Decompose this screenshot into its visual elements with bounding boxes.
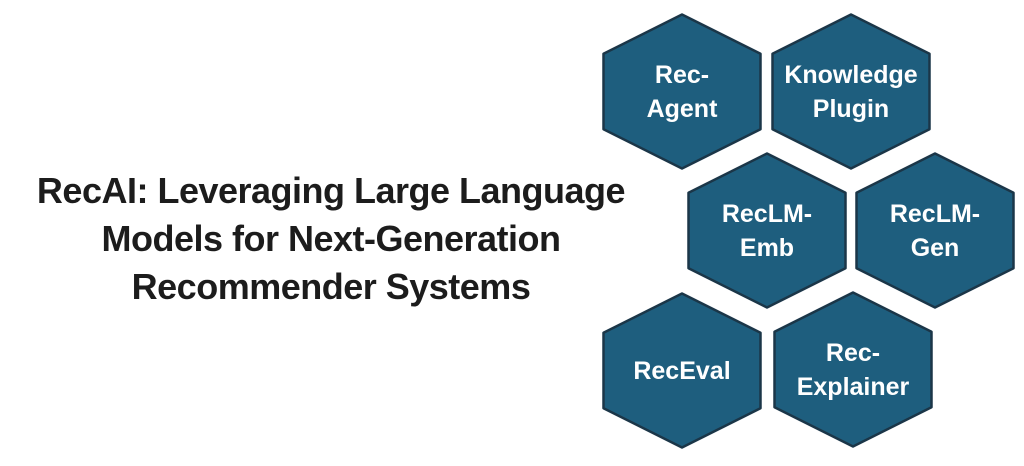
hexagon-receval: RecEval: [602, 292, 762, 449]
hexagon-label-reclm-gen: RecLM- Gen: [855, 152, 1015, 309]
hexagon-label-line: RecLM-: [889, 199, 981, 228]
hexagon-label-line: Gen: [910, 233, 960, 262]
hexagon-shape-icon: [687, 152, 847, 309]
hexagon-reclm-gen: RecLM- Gen: [855, 152, 1015, 309]
figure-title: RecAI: Leveraging Large Language Models …: [0, 167, 662, 311]
hexagon-label-rec-explainer: Rec- Explainer: [773, 291, 933, 448]
title-line-3: Recommender Systems: [131, 266, 531, 307]
hexagon-shape-icon: [773, 291, 933, 448]
hexagon-shape-icon: [602, 13, 762, 170]
hexagon-label-line: Rec-: [825, 338, 881, 367]
hexagon-rec-explainer: Rec- Explainer: [773, 291, 933, 448]
hexagon-label-line: Plugin: [812, 94, 890, 123]
hexagon-shape-icon: [855, 152, 1015, 309]
title-line-2: Models for Next-Generation: [101, 218, 561, 259]
hexagon-label-line: Agent: [646, 94, 718, 123]
hexagon-shape-icon: [602, 292, 762, 449]
hexagon-reclm-emb: RecLM- Emb: [687, 152, 847, 309]
hexagon-label-rec-agent: Rec- Agent: [602, 13, 762, 170]
title-line-1: RecAI: Leveraging Large Language: [36, 170, 626, 211]
hexagon-knowledge-plugin: Knowledge Plugin: [771, 13, 931, 170]
hexagon-rec-agent: Rec- Agent: [602, 13, 762, 170]
hexagon-label-line: Emb: [739, 233, 795, 262]
hexagon-label-line: RecEval: [633, 356, 731, 385]
hexagon-label-receval: RecEval: [602, 292, 762, 449]
hexagon-label-line: Explainer: [796, 372, 910, 401]
hexagon-label-reclm-emb: RecLM- Emb: [687, 152, 847, 309]
hexagon-label-line: RecLM-: [721, 199, 813, 228]
hexagon-label-knowledge-plugin: Knowledge Plugin: [771, 13, 931, 170]
hexagon-label-line: Knowledge: [784, 60, 918, 89]
hexagon-shape-icon: [771, 13, 931, 170]
hexagon-label-line: Rec-: [654, 60, 710, 89]
